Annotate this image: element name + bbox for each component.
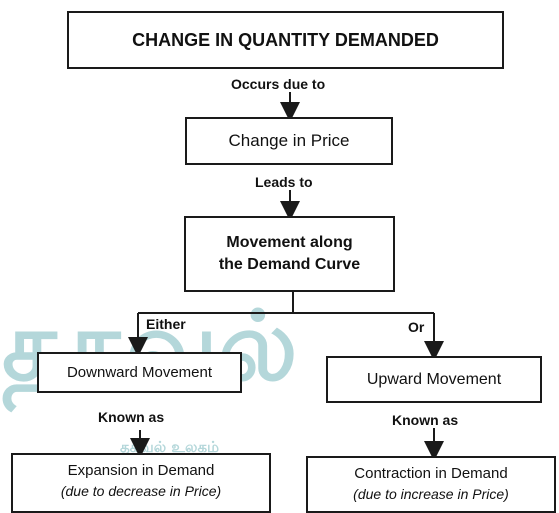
node-expansion-text: Expansion in Demand — [67, 462, 215, 479]
label-known-as-right: Known as — [392, 412, 459, 428]
node-expansion-in-demand: Expansion in Demand (due to decrease in … — [11, 453, 271, 513]
node-movement-line2: the Demand Curve — [218, 256, 361, 273]
title-box: CHANGE IN QUANTITY DEMANDED — [67, 11, 504, 69]
node-movement-along-curve: Movement along the Demand Curve — [184, 216, 395, 292]
label-leads-to: Leads to — [255, 174, 313, 190]
node-upward-text: Upward Movement — [366, 370, 502, 388]
node-movement-line1: Movement along — [226, 234, 353, 251]
node-downward-text: Downward Movement — [66, 364, 213, 381]
node-expansion-note: (due to decrease in Price) — [60, 483, 222, 499]
label-known-as-left: Known as — [98, 409, 165, 425]
node-contraction-in-demand: Contraction in Demand (due to increase i… — [306, 456, 556, 513]
label-occurs-due-to: Occurs due to — [231, 76, 326, 92]
node-downward-movement: Downward Movement — [37, 352, 242, 393]
title-text: CHANGE IN QUANTITY DEMANDED — [132, 29, 439, 50]
node-change-in-price: Change in Price — [185, 117, 393, 165]
node-upward-movement: Upward Movement — [326, 356, 542, 403]
node-change-in-price-text: Change in Price — [228, 131, 350, 150]
node-contraction-text: Contraction in Demand — [354, 465, 508, 482]
node-contraction-note: (due to increase in Price) — [353, 486, 509, 502]
label-or: Or — [408, 319, 425, 335]
label-either: Either — [146, 316, 186, 332]
